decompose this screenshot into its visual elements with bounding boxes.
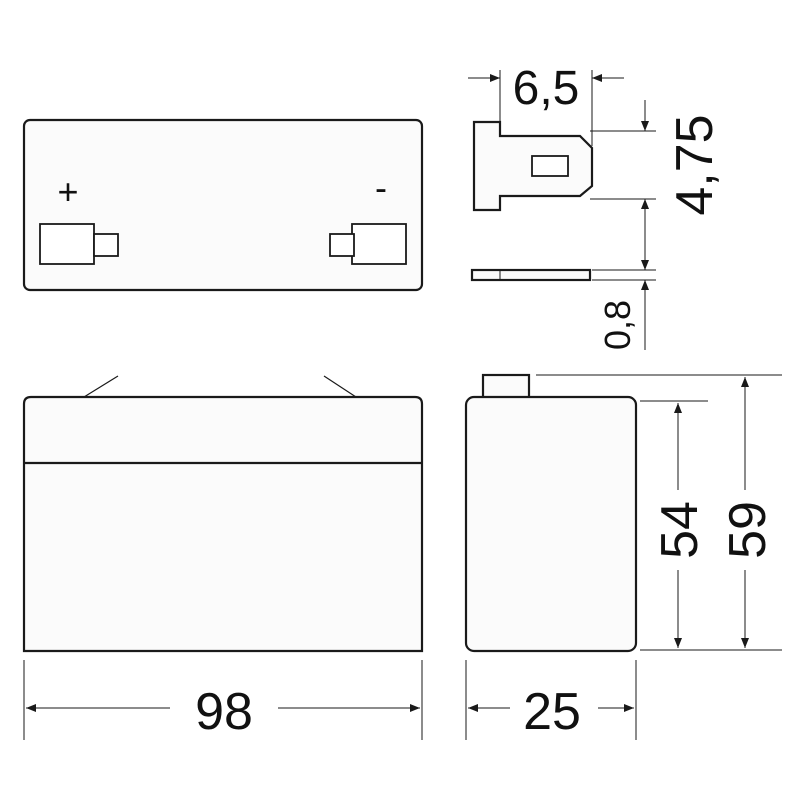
right-tab-lead (323, 375, 357, 398)
front-view: 98 (22, 375, 424, 741)
total-height-label: 59 (719, 501, 777, 559)
total-height-dimension: 59 (536, 374, 782, 648)
top-view-outline (22, 118, 424, 292)
side-terminal-tab (481, 373, 531, 401)
side-view-outline (464, 395, 638, 653)
width-dimension: 25 (465, 660, 637, 741)
length-label: 98 (195, 683, 253, 741)
negative-terminal (329, 223, 407, 265)
front-view-outline (22, 395, 424, 653)
tab-width-dimension: 6,5 (468, 62, 624, 146)
tab-thickness-profile (470, 268, 592, 282)
positive-terminal (39, 223, 119, 265)
left-tab-lead (83, 375, 119, 398)
tab-detail: 6,5 4,75 0,8 (468, 62, 724, 350)
case-height-dimension: 54 (640, 400, 782, 651)
tab-width-label: 6,5 (513, 62, 580, 115)
tab-thickness-dimension: 0,8 (592, 240, 656, 350)
case-height-label: 54 (651, 501, 709, 559)
negative-terminal-label: - (375, 167, 387, 208)
top-view: + - (22, 118, 424, 292)
width-label: 25 (523, 683, 581, 741)
side-view: 25 54 59 (464, 373, 782, 741)
tab-height-label: 4,75 (666, 114, 724, 215)
tab-hole (531, 155, 569, 177)
positive-terminal-label: + (57, 171, 78, 212)
tab-thickness-label: 0,8 (597, 300, 638, 350)
tab-height-dimension: 4,75 (590, 100, 724, 266)
length-dimension: 98 (23, 660, 423, 741)
